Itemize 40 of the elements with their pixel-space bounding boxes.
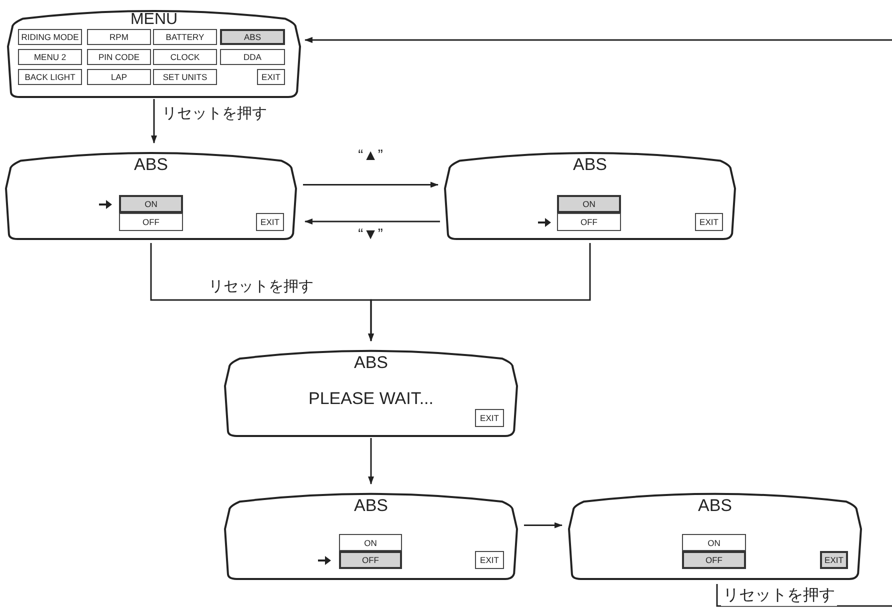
- option-item: OFF: [557, 213, 621, 231]
- menu-item: SET UNITS: [153, 69, 217, 85]
- menu-item: RPM: [87, 29, 151, 45]
- menu-item: ABS: [220, 29, 285, 45]
- option-item: ON: [682, 534, 746, 551]
- menu-item: MENU 2: [18, 49, 82, 65]
- menu-item: EXIT: [257, 69, 285, 85]
- menu-item: LAP: [87, 69, 151, 85]
- menu-item: BACK LIGHT: [18, 69, 82, 85]
- exit-button: EXIT: [475, 551, 504, 569]
- menu-item: DDA: [220, 49, 285, 65]
- arrow: [304, 36, 892, 43]
- arrow: [524, 522, 562, 528]
- screen-title: ABS: [696, 496, 734, 516]
- menu-item: BATTERY: [153, 29, 217, 45]
- option-item: ON: [119, 195, 183, 213]
- arrow: [303, 182, 438, 188]
- arrow: [368, 243, 591, 342]
- option-item: OFF: [339, 551, 402, 569]
- exit-button: EXIT: [820, 551, 848, 569]
- exit-button: EXIT: [695, 213, 723, 231]
- option-item: ON: [339, 534, 402, 551]
- arrow: [368, 438, 374, 484]
- exit-button: EXIT: [256, 213, 284, 231]
- arrow: [304, 218, 440, 225]
- note-text: リセットを押す: [721, 585, 837, 606]
- menu-item: PIN CODE: [87, 49, 151, 65]
- screen-title: ABS: [132, 155, 170, 175]
- screen-title: ABS: [572, 155, 608, 175]
- screen-message: PLEASE WAIT...: [307, 389, 435, 409]
- screen-title: MENU: [129, 11, 179, 29]
- option-item: ON: [557, 195, 621, 213]
- arrow: [151, 99, 157, 144]
- screen-title: ABS: [352, 353, 390, 373]
- menu-item: RIDING MODE: [18, 29, 82, 45]
- option-item: OFF: [119, 213, 183, 231]
- menu-item: CLOCK: [153, 49, 217, 65]
- option-item: OFF: [682, 551, 746, 569]
- exit-button: EXIT: [475, 409, 504, 427]
- screen-title: ABS: [352, 496, 390, 516]
